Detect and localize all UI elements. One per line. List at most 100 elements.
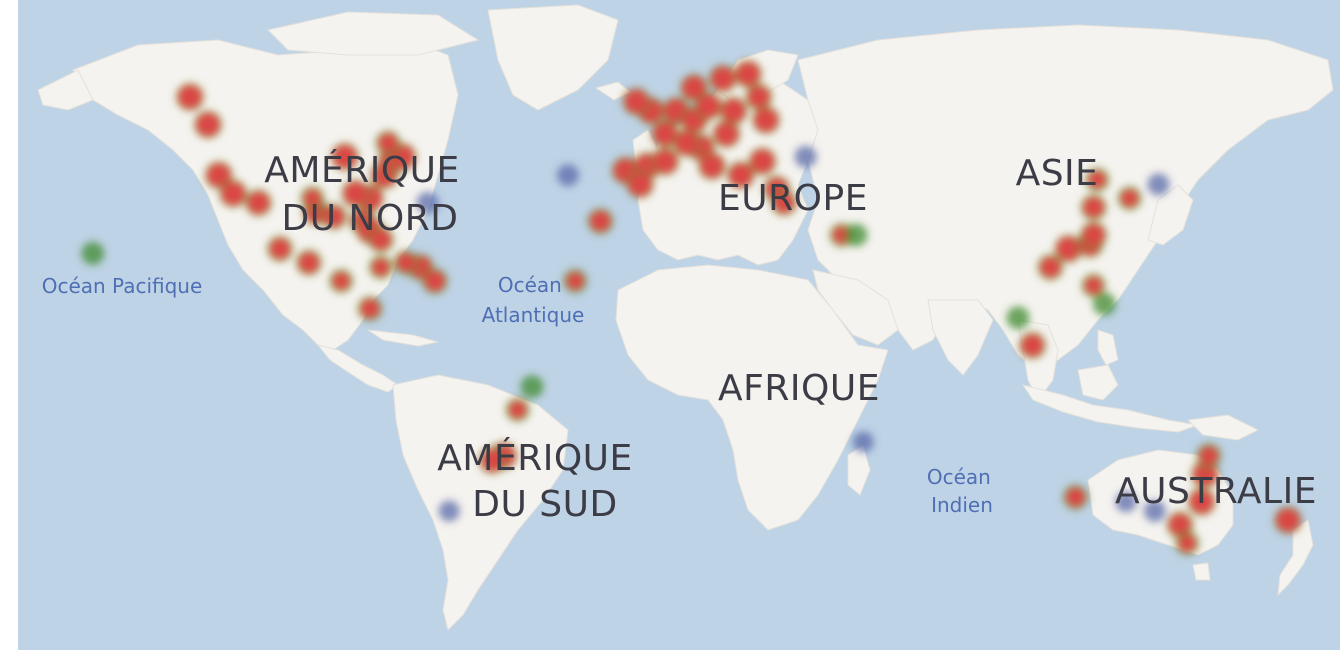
heat-core-69	[1040, 256, 1061, 278]
heat-halo-63	[852, 431, 874, 453]
landmass-indonesia	[1021, 384, 1199, 433]
heat-core-66	[1056, 236, 1081, 261]
heat-core-40	[653, 121, 678, 146]
heat-core-38	[653, 149, 678, 174]
heat-core-78	[1168, 513, 1192, 536]
heat-core-54	[674, 131, 699, 155]
heat-core-14	[370, 229, 392, 251]
heat-core-65	[1083, 197, 1104, 218]
heat-halo-60	[794, 145, 817, 168]
label-atlantic-line2: Atlantique	[482, 303, 585, 327]
heat-core-68	[1082, 223, 1105, 247]
label-indian-line1: Océan	[927, 465, 991, 489]
label-south-america-line1: AMÉRIQUE	[437, 437, 633, 479]
heat-halo-62	[844, 223, 868, 247]
heat-core-4	[247, 191, 270, 214]
heat-core-51	[710, 66, 735, 91]
heat-core-47	[714, 121, 739, 146]
heat-halo-31	[520, 375, 544, 399]
heat-core-30	[508, 401, 527, 419]
landmass-borneo	[1077, 364, 1119, 401]
label-indian-line2: Indien	[931, 493, 993, 517]
label-north-america-line2: DU NORD	[281, 198, 458, 239]
heat-halo-80	[1143, 500, 1166, 522]
landmass-arabian-peninsula	[812, 269, 899, 346]
landmass-south-america	[392, 374, 569, 631]
heat-core-35	[566, 272, 584, 290]
landmass-alaska	[37, 69, 94, 111]
label-indian-ocean: Océan Indien	[927, 465, 997, 517]
label-australia: AUSTRALIE	[1115, 471, 1317, 512]
heat-core-59	[773, 192, 795, 214]
heat-halo-27	[416, 191, 439, 214]
heat-core-42	[624, 89, 649, 114]
heat-core-0	[178, 85, 202, 109]
heat-halo-81	[1115, 491, 1137, 513]
heat-halo-71	[1092, 292, 1116, 316]
heat-core-46	[700, 154, 724, 178]
heat-core-29	[481, 449, 504, 472]
heat-core-7	[332, 272, 351, 290]
landmass-new-zealand	[1277, 519, 1314, 597]
heat-core-34	[590, 210, 611, 232]
heat-core-57	[754, 108, 778, 132]
label-south-america: AMÉRIQUE DU SUD	[437, 437, 644, 525]
heat-core-76	[1193, 462, 1218, 487]
heat-core-11	[323, 206, 345, 228]
heat-core-24	[424, 270, 446, 292]
heat-core-2	[206, 163, 231, 188]
heat-halo-74	[1147, 173, 1170, 196]
heat-core-21	[303, 189, 322, 207]
label-europe: EUROPE	[718, 178, 868, 219]
heatmap-layer	[81, 60, 1302, 556]
heat-core-84	[1276, 508, 1300, 533]
heat-core-3	[221, 181, 246, 206]
label-pacific-ocean: Océan Pacifique	[42, 274, 203, 298]
label-north-america: AMÉRIQUE DU NORD	[264, 149, 471, 239]
heat-core-6	[298, 252, 320, 273]
heat-core-50	[682, 75, 706, 100]
heat-core-25	[396, 253, 416, 273]
heat-core-83	[1199, 446, 1219, 466]
heat-core-1	[196, 112, 220, 137]
heat-core-77	[1189, 489, 1214, 514]
heat-core-49	[750, 149, 775, 174]
landmass-india	[927, 299, 994, 376]
heat-halo-32	[438, 500, 460, 522]
landmass-africa	[615, 264, 889, 531]
heat-core-53	[747, 85, 770, 109]
landmass-greenland	[487, 4, 619, 111]
heat-core-64	[1088, 171, 1106, 189]
heat-core-26	[372, 258, 390, 277]
heat-core-39	[628, 172, 652, 197]
heat-core-82	[1066, 487, 1086, 507]
heat-core-22	[378, 133, 398, 153]
label-atlantic-ocean: Océan Atlantique	[482, 273, 585, 327]
heat-core-73	[1021, 334, 1044, 357]
landmass-caribbean	[367, 329, 439, 347]
label-north-america-line1: AMÉRIQUE	[264, 149, 460, 191]
heat-core-79	[1178, 534, 1196, 552]
heat-core-75	[1120, 189, 1139, 207]
map-canvas[interactable]: AMÉRIQUE DU NORD AMÉRIQUE DU SUD EUROPE …	[18, 0, 1340, 650]
heat-core-52	[736, 62, 760, 86]
landmass-new-guinea	[1186, 414, 1260, 441]
label-south-america-line2: DU SUD	[472, 484, 617, 525]
heat-core-8	[360, 299, 380, 319]
landmass-philippines	[1097, 329, 1119, 366]
heat-core-56	[721, 98, 746, 123]
heat-halo-72	[1006, 306, 1030, 330]
map-labels: AMÉRIQUE DU NORD AMÉRIQUE DU SUD EUROPE …	[42, 149, 1317, 525]
landmass-japan	[1147, 184, 1194, 246]
label-africa: AFRIQUE	[718, 368, 880, 409]
landmass-tasmania	[1192, 562, 1211, 581]
heat-core-70	[1084, 276, 1103, 295]
heat-core-48	[728, 163, 753, 188]
heat-core-5	[269, 238, 291, 260]
heat-halo-33	[557, 164, 579, 187]
heat-core-19	[332, 144, 357, 169]
heat-core-55	[696, 94, 721, 119]
landmass-arctic-islands	[267, 11, 480, 56]
world-map[interactable]: AMÉRIQUE DU NORD AMÉRIQUE DU SUD EUROPE …	[18, 0, 1340, 650]
label-asia: ASIE	[1016, 153, 1099, 194]
